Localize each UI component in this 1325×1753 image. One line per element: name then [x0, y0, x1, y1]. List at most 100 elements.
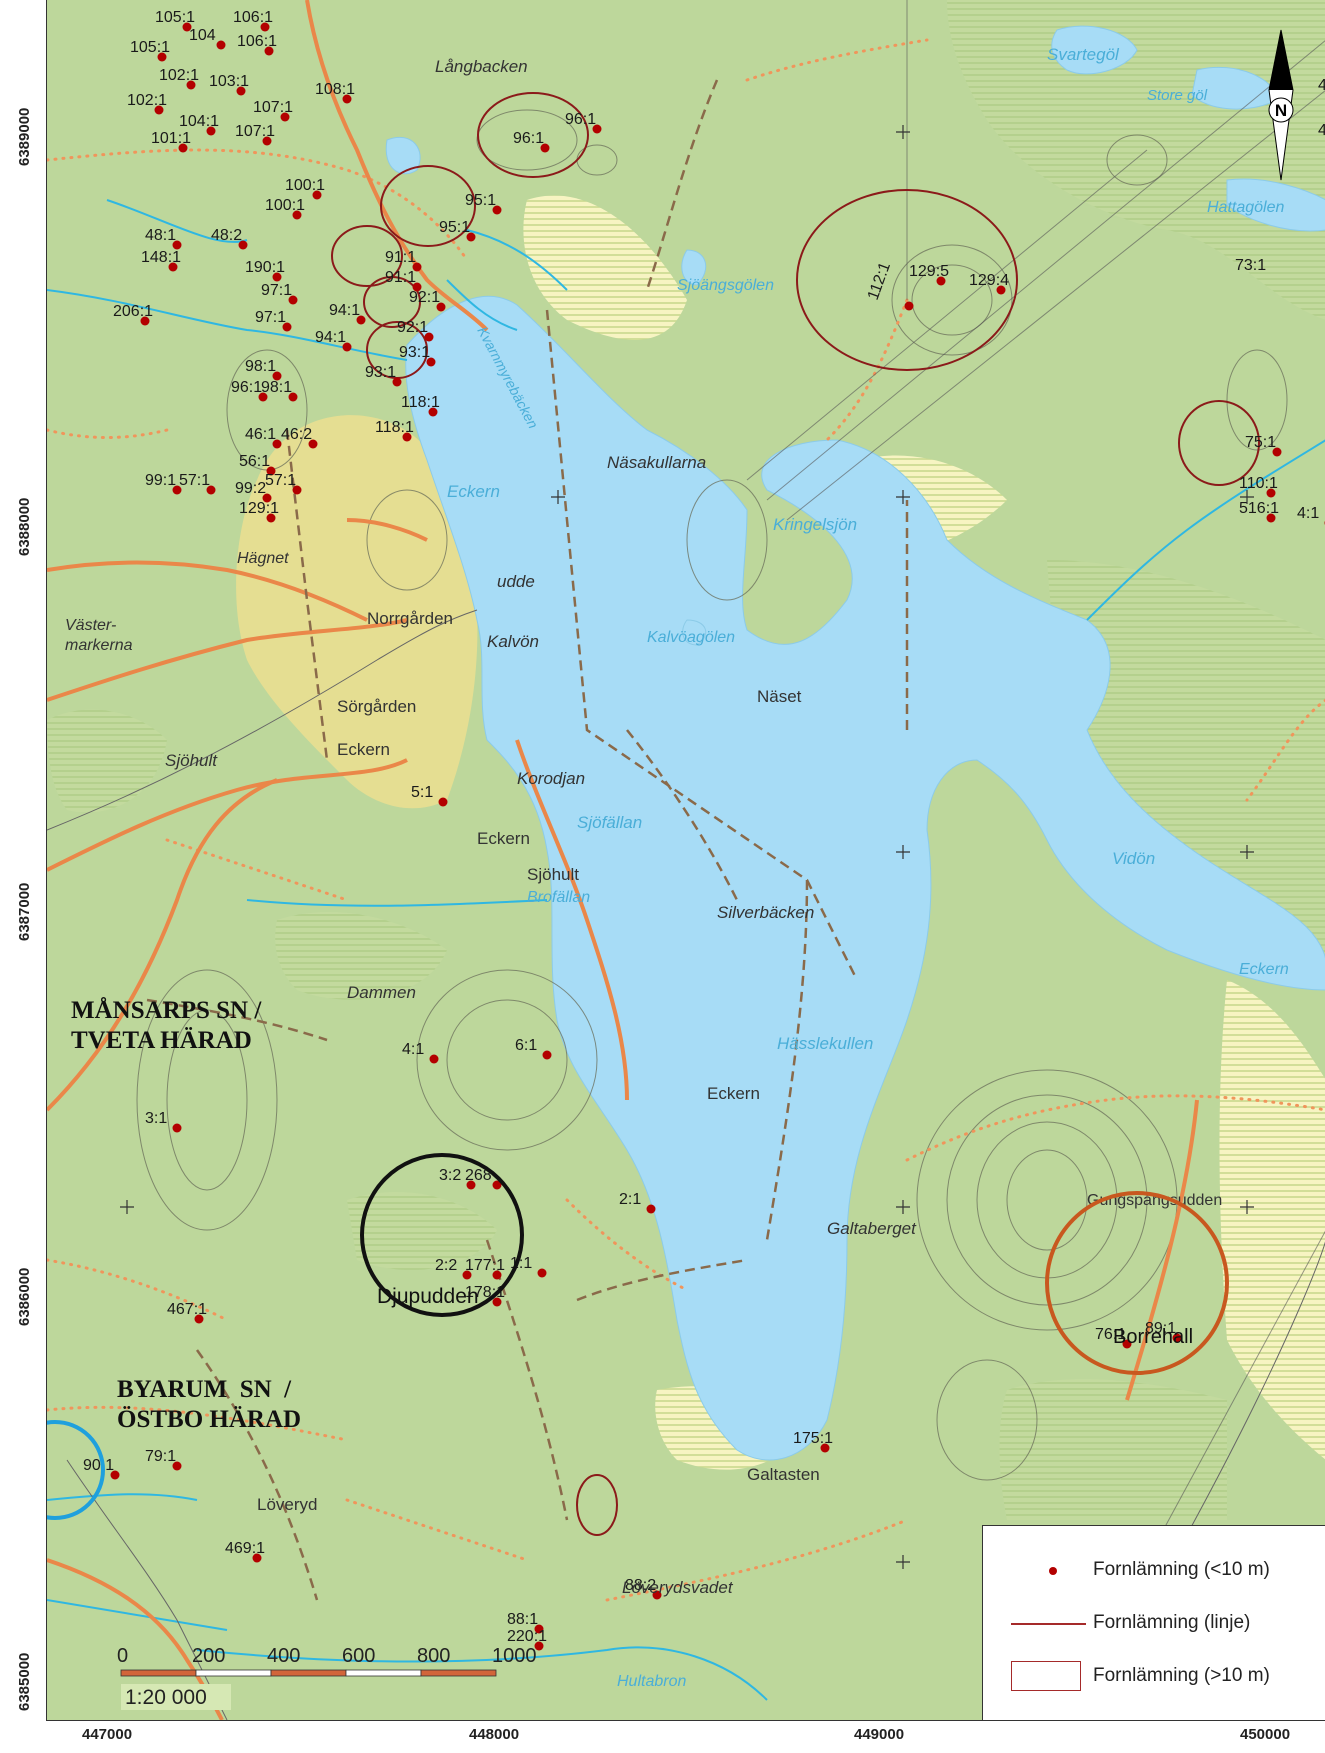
site-label: 106:1 — [233, 9, 273, 26]
site-label: 102:1 — [159, 67, 199, 84]
map-canvas[interactable]: 105:1106:1104105:1106:1102:1103:1108:110… — [47, 0, 1325, 1720]
parish-label-byarum: BYARUM SN / ÖSTBO HÄRAD — [117, 1376, 302, 1433]
legend-label-area: Fornlämning (>10 m) — [1093, 1665, 1270, 1686]
site-dot — [154, 105, 164, 115]
place-name-label: Store göl — [1147, 87, 1208, 104]
site-dot — [292, 485, 302, 495]
site-label: 3:1 — [145, 1110, 167, 1127]
site-dot — [1266, 488, 1276, 498]
site-label: 2:2 — [435, 1257, 457, 1274]
site-label: 95:1 — [439, 219, 470, 236]
legend-item-line: Fornlämning (linje) — [983, 1604, 1325, 1644]
site-dot — [266, 466, 276, 476]
site-label: 206:1 — [113, 303, 153, 320]
site-label: 98:1 — [261, 379, 292, 396]
site-dot — [172, 1123, 182, 1133]
roads — [47, 0, 1199, 1720]
site-label: 175:1 — [793, 1430, 833, 1447]
site-dot — [186, 80, 196, 90]
site-dot — [462, 1270, 472, 1280]
place-name-label: Norrgården — [367, 609, 453, 628]
site-dot — [312, 190, 322, 200]
site-label: 56:1 — [239, 453, 270, 470]
site-label: 129:4 — [969, 272, 1009, 289]
site-dot — [904, 301, 914, 311]
site-89-highlight — [47, 1420, 105, 1520]
site-dot — [402, 432, 412, 442]
site-dot — [996, 285, 1006, 295]
place-name-label: Vidön — [1112, 849, 1155, 868]
site-dot — [412, 282, 422, 292]
site-dot — [262, 136, 272, 146]
site-dot — [1122, 1339, 1132, 1349]
site-dot — [194, 1314, 204, 1324]
place-name-label: Löverydsvadet — [622, 1578, 734, 1597]
place-name-label: Brovadet — [47, 0, 112, 4]
place-name-label: Sjöängsgölen — [677, 277, 774, 294]
site-dot — [356, 315, 366, 325]
site-label: 99:2 — [235, 480, 266, 497]
legend-item-point: Fornlämning (<10 m) — [983, 1551, 1325, 1591]
site-dot — [288, 392, 298, 402]
x-tick-label: 448000 — [469, 1726, 520, 1743]
site-label: 94:1 — [329, 302, 360, 319]
site-dot — [392, 377, 402, 387]
site-dot — [272, 439, 282, 449]
y-tick-label: 6388000 — [16, 497, 33, 556]
site-label: 2:1 — [619, 1191, 641, 1208]
scale-ratio: 1:20 000 — [125, 1686, 207, 1709]
site-dot — [264, 46, 274, 56]
site-dot — [534, 1624, 544, 1634]
site-dot — [172, 1461, 182, 1471]
red-dot-icon — [1049, 1567, 1057, 1575]
site-label: 96:1 — [513, 130, 544, 147]
site-label: 100:1 — [285, 177, 325, 194]
site-label: 89:1 — [1145, 1320, 1176, 1337]
site-dot — [1266, 513, 1276, 523]
site-dot — [288, 295, 298, 305]
scale-label: 1000 Meter — [492, 1645, 537, 1667]
site-dot — [537, 1268, 547, 1278]
site-label: 516:1 — [1239, 500, 1279, 517]
site-dot — [592, 124, 602, 134]
legend-item-area: Fornlämning (>10 m) — [983, 1657, 1325, 1697]
site-dot — [429, 1054, 439, 1064]
site-dot — [412, 262, 422, 272]
trail-lines — [47, 38, 1325, 1602]
site-dot — [282, 322, 292, 332]
place-name-label: Korodjan — [517, 769, 585, 788]
legend-label-line: Fornlämning (linje) — [1093, 1612, 1251, 1633]
site-dot — [236, 86, 246, 96]
site-dot — [492, 1180, 502, 1190]
place-name-label: Eckern — [337, 740, 390, 759]
site-areas — [331, 92, 1260, 1536]
north-label: N — [1275, 101, 1287, 120]
place-name-label: Löveryd — [257, 1495, 317, 1514]
place-name-label: Svartegöl — [1047, 45, 1120, 64]
site-label: 5:1 — [411, 784, 433, 801]
place-name-label: Långbacken — [435, 57, 528, 76]
place-name-label: Sjöhult — [527, 865, 579, 884]
site-dot — [168, 262, 178, 272]
y-tick-label: 6386000 — [16, 1267, 33, 1326]
site-dot — [652, 1590, 662, 1600]
place-name-label: Eckern — [1239, 961, 1289, 978]
site-label: 101:1 — [151, 130, 191, 147]
site-dot — [110, 1470, 120, 1480]
site-label: 177:1 — [465, 1257, 505, 1274]
place-name-label: udde — [497, 572, 535, 591]
site-dot — [820, 1443, 830, 1453]
site-label: 106:1 — [237, 33, 277, 50]
lakes — [385, 25, 1325, 1461]
power-lines — [746, 0, 1325, 1561]
site-label: 95:1 — [465, 192, 496, 209]
site-label: 46:1 — [245, 426, 276, 443]
site-dot — [260, 22, 270, 32]
site-dot — [438, 797, 448, 807]
site-dot — [428, 407, 438, 417]
site-label: 4:1 — [402, 1041, 424, 1058]
site-dot — [272, 272, 282, 282]
site-label: 48:2 — [211, 227, 242, 244]
